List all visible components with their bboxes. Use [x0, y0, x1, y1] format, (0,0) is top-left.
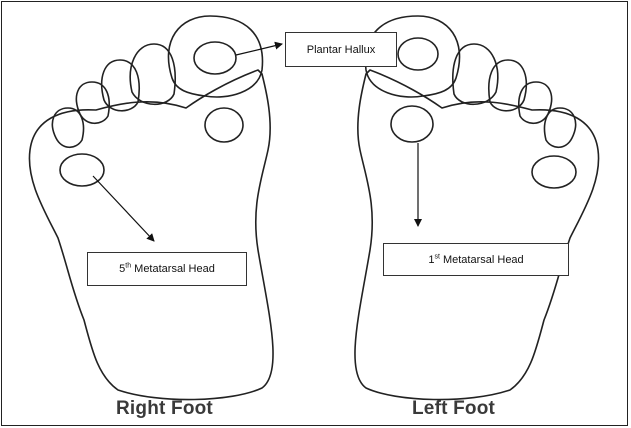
arrow-plantar-hallux — [236, 44, 282, 55]
right-toe-5 — [52, 108, 83, 147]
right-first-metatarsal-marker — [205, 108, 243, 142]
right-foot — [29, 16, 273, 400]
caption-left-foot: Left Foot — [412, 398, 495, 420]
left-plantar-hallux-marker — [398, 38, 438, 70]
callout-plantar-hallux-text: Plantar Hallux — [307, 44, 375, 56]
right-foot-sole-outline — [29, 70, 273, 400]
callout-first-metatarsal-text: 1st Metatarsal Head — [428, 254, 523, 266]
first-rest: Metatarsal Head — [440, 254, 524, 266]
fifth-rest: Metatarsal Head — [131, 263, 215, 275]
callout-plantar-hallux: Plantar Hallux — [285, 32, 397, 67]
callout-fifth-metatarsal: 5th Metatarsal Head — [87, 252, 247, 286]
callout-first-metatarsal: 1st Metatarsal Head — [383, 243, 569, 276]
right-big-toe — [168, 16, 262, 97]
left-toe-5 — [545, 108, 576, 147]
caption-right-foot: Right Foot — [116, 398, 213, 420]
left-foot — [355, 16, 599, 400]
left-first-metatarsal-marker — [391, 106, 433, 142]
right-plantar-hallux-marker — [194, 42, 236, 74]
callout-fifth-metatarsal-text: 5th Metatarsal Head — [119, 263, 215, 275]
arrow-fifth-metatarsal — [93, 176, 154, 241]
left-fifth-metatarsal-marker — [532, 156, 576, 188]
